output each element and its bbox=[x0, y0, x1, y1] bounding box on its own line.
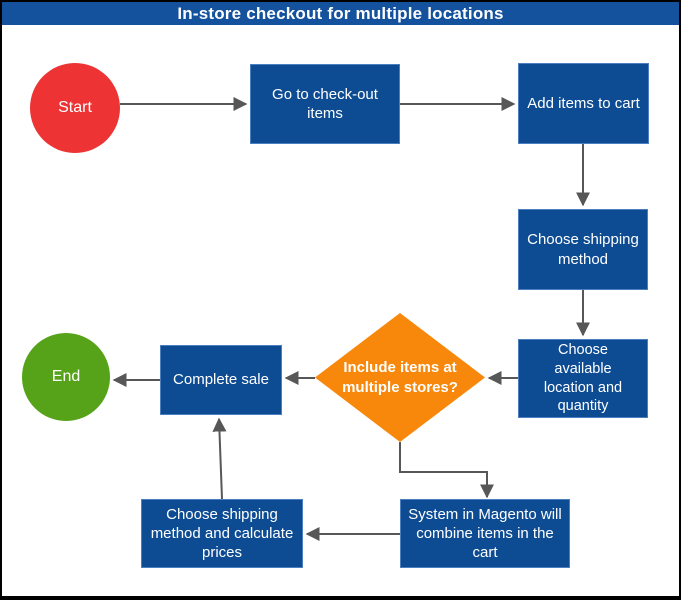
connector-decision-to-combine bbox=[399, 442, 494, 499]
process-complete-sale-label: Complete sale bbox=[173, 371, 269, 389]
process-combine-items-label: System in Magento will combine items in … bbox=[408, 505, 562, 562]
decision-multiple-stores-label: Include items at multiple stores? bbox=[342, 359, 458, 396]
end-node: End bbox=[22, 333, 110, 421]
diagram-title: In-store checkout for multiple locations bbox=[2, 2, 679, 25]
process-choose-shipping: Choose shipping method bbox=[518, 209, 648, 290]
process-shipping-prices-label: Choose shipping method and calculate pri… bbox=[150, 505, 294, 562]
start-label: Start bbox=[58, 98, 92, 116]
process-shipping-prices: Choose shipping method and calculate pri… bbox=[141, 499, 303, 568]
process-choose-location-label: Choose available location and quantity bbox=[543, 341, 623, 415]
process-choose-shipping-label: Choose shipping method bbox=[527, 231, 639, 268]
start-node: Start bbox=[30, 63, 120, 153]
process-go-to-checkout-label: Go to check-out items bbox=[272, 85, 378, 122]
process-complete-sale: Complete sale bbox=[160, 345, 282, 415]
end-label: End bbox=[51, 367, 81, 385]
process-add-items: Add items to cart bbox=[518, 63, 649, 144]
process-combine-items: System in Magento will combine items in … bbox=[400, 499, 570, 568]
connector-shippingprices-to-completesale bbox=[212, 417, 227, 500]
process-choose-location: Choose available location and quantity bbox=[518, 339, 648, 418]
process-go-to-checkout: Go to check-out items bbox=[250, 64, 400, 144]
process-add-items-label: Add items to cart bbox=[527, 94, 640, 112]
